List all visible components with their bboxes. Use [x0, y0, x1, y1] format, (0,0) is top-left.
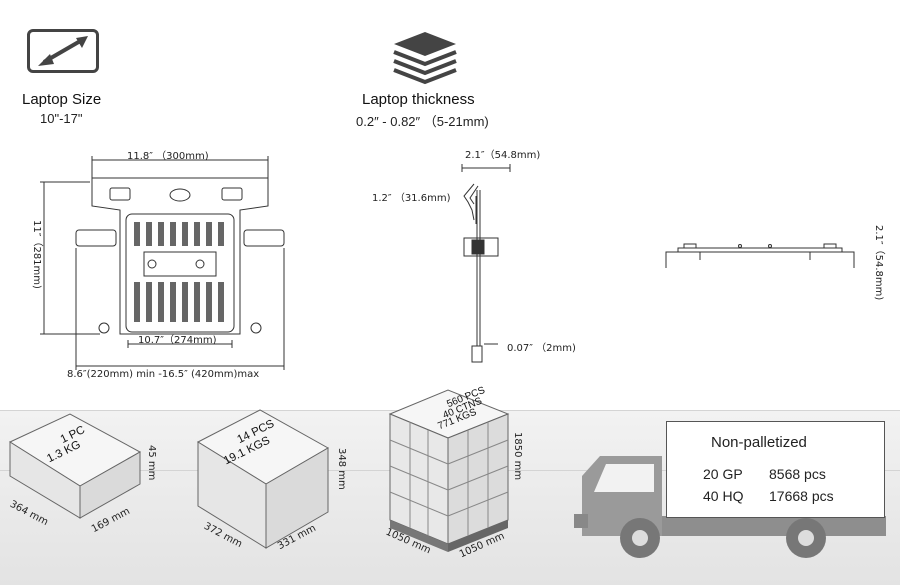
laptop-thickness-range: 0.2″ - 0.82″ （5-21mm)	[356, 114, 489, 129]
adjust-range-label: 8.6″(220mm) min -16.5″ (420mm)max	[67, 369, 260, 380]
side-depth-label: 2.1″（54.8mm)	[465, 150, 541, 161]
shipping-row-container: 20 GP	[703, 466, 743, 482]
shipping-title: Non-palletized	[711, 434, 807, 451]
stack-layers-icon	[392, 30, 458, 88]
carton-box	[196, 409, 330, 549]
carton-height-label: 348 mm	[336, 448, 347, 490]
pallet-stack	[388, 389, 510, 552]
laptop-thickness-title: Laptop thickness	[362, 91, 475, 108]
thickness-label: 0.07″ （2mm)	[507, 343, 576, 354]
top-width-label: 11.8″ （300mm)	[127, 151, 209, 162]
height-label: 11″（281mm)	[31, 220, 42, 289]
shipping-row-quantity: 17668 pcs	[769, 488, 834, 504]
shipping-card: Non-palletized 20 GP 8568 pcs 40 HQ 1766…	[666, 421, 885, 518]
diagonal-arrow-icon	[27, 29, 99, 73]
edge-height-label: 2.1″（54.8mm)	[873, 225, 884, 301]
tray-front-view-drawing	[40, 156, 285, 370]
tray-edge-view-drawing	[665, 243, 855, 268]
single-package-box	[8, 413, 142, 519]
pallet-height-label: 1850 mm	[512, 432, 523, 481]
truck-icon	[574, 456, 886, 558]
bottom-width-label: 10.7″（274mm)	[138, 335, 217, 346]
shipping-row-quantity: 8568 pcs	[769, 466, 826, 482]
tray-side-view-drawing	[461, 164, 511, 363]
hook-height-label: 1.2″ （31.6mm)	[372, 193, 451, 204]
single-height-label: 45 mm	[146, 445, 157, 481]
laptop-size-title: Laptop Size	[22, 91, 102, 108]
laptop-size-range: 10"-17"	[40, 111, 83, 126]
shipping-row-container: 40 HQ	[703, 488, 744, 504]
